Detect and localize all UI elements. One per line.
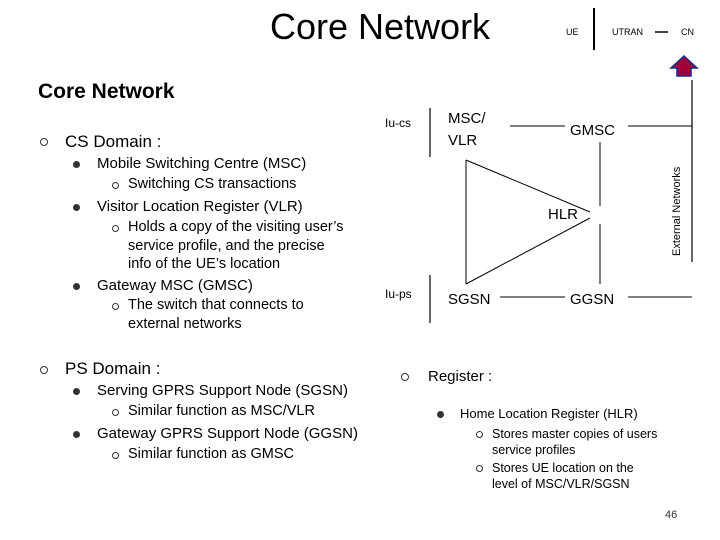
msc-item: Mobile Switching Centre (MSC) (97, 155, 307, 172)
vlr-item: Visitor Location Register (VLR) (97, 198, 303, 215)
ggsn-item: Gateway GPRS Support Node (GGSN) (97, 425, 358, 442)
sgsn-hlr-link (465, 217, 591, 285)
register-sub-2-line-2: level of MSC/VLR/SGSN (492, 477, 630, 491)
page-number: 46 (665, 509, 678, 521)
bullet-circle-icon (112, 182, 119, 189)
register-label: Register : (428, 368, 493, 385)
vlr-sub-line-2: service profile, and the precise (128, 238, 325, 254)
msc-vlr-node-line-2: VLR (448, 132, 478, 149)
cs-domain-label: CS Domain : (65, 132, 162, 151)
bullet-circle-icon (40, 138, 48, 146)
bullet-dot-icon (73, 388, 80, 395)
sgsn-item: Serving GPRS Support Node (SGSN) (97, 382, 348, 399)
bullet-dot-icon (73, 283, 80, 290)
gmsc-sub-line-2: external networks (128, 316, 242, 332)
gmsc-item: Gateway MSC (GMSC) (97, 277, 253, 294)
section-subtitle: Core Network (38, 80, 175, 103)
register-sub-1-line-1: Stores master copies of users (492, 427, 658, 441)
sgsn-node: SGSN (448, 291, 491, 308)
nav-ue[interactable]: UE (566, 27, 579, 37)
nav-cn[interactable]: CN (681, 27, 694, 37)
vlr-sub-line-3: info of the UE’s location (128, 256, 281, 272)
hlr-register-item: Home Location Register (HLR) (460, 406, 638, 421)
iu-cs-label: Iu-cs (385, 116, 412, 130)
msc-vlr-node-line-1: MSC/ (448, 110, 486, 127)
external-networks-label: External Networks (671, 166, 683, 256)
bullet-circle-icon (476, 431, 483, 438)
bullet-circle-icon (401, 373, 409, 381)
bullet-dot-icon (73, 161, 80, 168)
gmsc-sub-line-1: The switch that connects to (128, 297, 304, 313)
bullet-circle-icon (112, 452, 119, 459)
msc-hlr-link (465, 159, 591, 213)
hlr-node: HLR (548, 206, 579, 223)
ggsn-node: GGSN (570, 291, 615, 308)
bullet-dot-icon (73, 204, 80, 211)
nav-utran[interactable]: UTRAN (612, 27, 643, 37)
iu-ps-label: Iu-ps (385, 287, 412, 301)
bullet-dot-icon (73, 431, 80, 438)
page-title: Core Network (270, 6, 491, 47)
bullet-circle-icon (112, 303, 119, 310)
ps-domain-label: PS Domain : (65, 359, 161, 378)
bullet-circle-icon (112, 225, 119, 232)
register-sub-1-line-2: service profiles (492, 443, 576, 457)
msc-sub-item: Switching CS transactions (128, 176, 297, 192)
bullet-circle-icon (476, 465, 483, 472)
gmsc-node: GMSC (570, 122, 615, 139)
vlr-sub-line-1: Holds a copy of the visiting user’s (128, 219, 344, 235)
sgsn-sub-item: Similar function as MSC/VLR (128, 403, 315, 419)
bullet-circle-icon (112, 409, 119, 416)
ggsn-sub-item: Similar function as GMSC (128, 446, 294, 462)
bullet-dot-icon (437, 411, 444, 418)
bullet-circle-icon (40, 366, 48, 374)
register-sub-2-line-1: Stores UE location on the (492, 461, 634, 475)
nav-up-arrow-icon (669, 54, 699, 77)
